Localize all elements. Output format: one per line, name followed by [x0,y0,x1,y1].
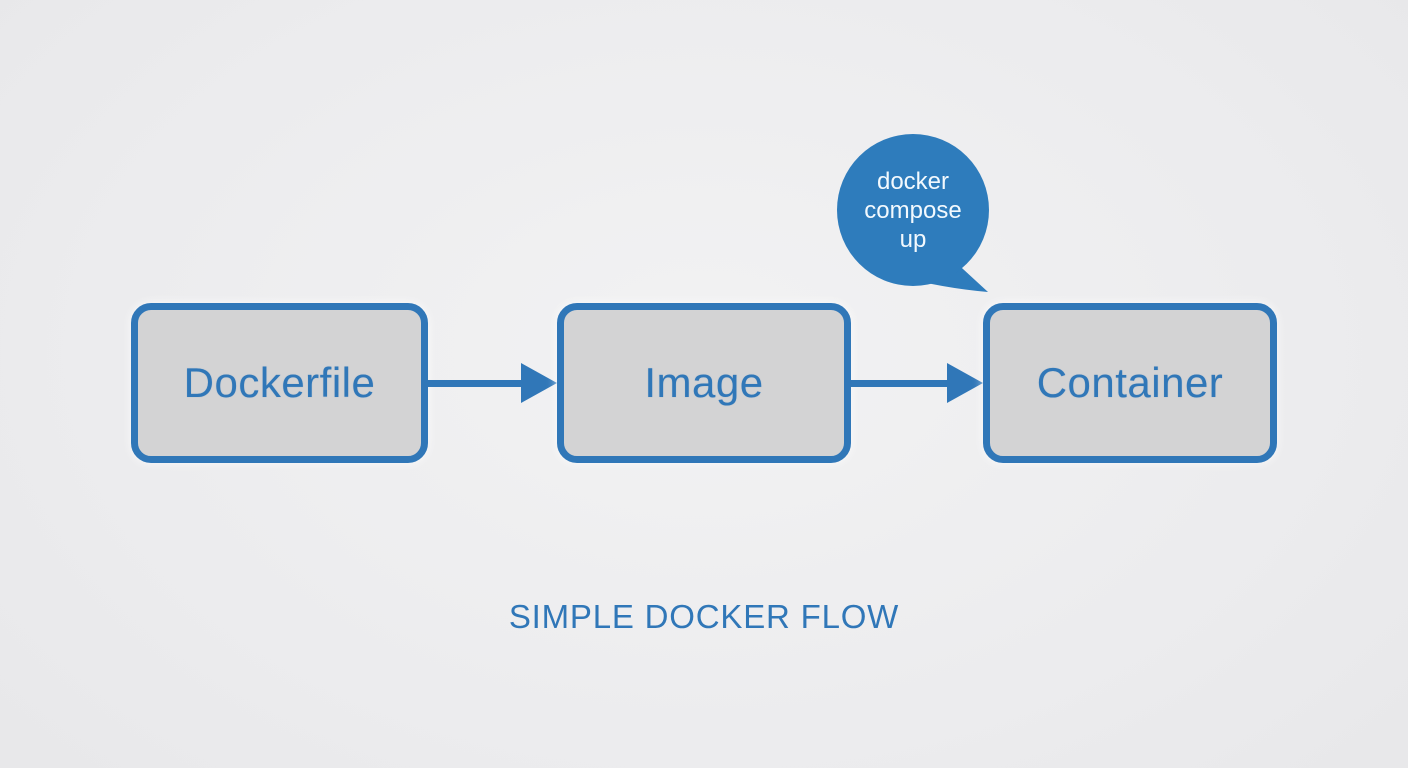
arrow-head-icon [947,363,983,403]
arrow-head-icon [521,363,557,403]
node-container-label: Container [1036,359,1224,406]
speech-bubble-line: compose [864,197,962,224]
node-dockerfile-label: Dockerfile [183,359,376,406]
arrow-dockerfile-to-image [428,363,557,403]
arrow-line [851,379,947,387]
speech-bubble-line: docker [876,168,950,195]
arrow-line [428,379,521,387]
node-image: Image [557,303,851,463]
node-dockerfile: Dockerfile [131,303,428,463]
node-container: Container [983,303,1277,463]
speech-bubble-text: docker compose up [837,167,989,254]
speech-bubble-line: up [899,226,927,253]
speech-bubble: docker compose up [830,128,995,298]
speech-bubble-shape [837,134,989,292]
node-image-label: Image [644,359,764,406]
diagram-title: SIMPLE DOCKER FLOW [508,598,900,635]
arrow-image-to-container [851,363,983,403]
